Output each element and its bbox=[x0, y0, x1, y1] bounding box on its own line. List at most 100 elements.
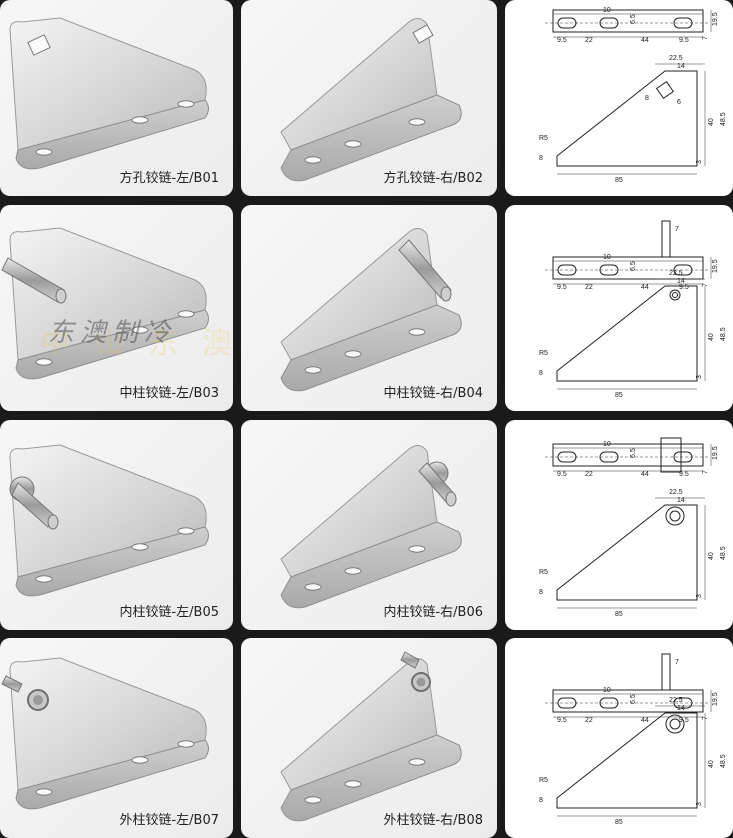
mount-hole bbox=[35, 788, 53, 796]
square-hole bbox=[412, 24, 434, 44]
hinge-body bbox=[9, 444, 209, 597]
profile-outline bbox=[556, 504, 698, 601]
hinge-body bbox=[280, 228, 462, 392]
pin-end bbox=[55, 288, 67, 304]
mount-hole bbox=[131, 756, 149, 764]
pin-hole-inner bbox=[669, 510, 681, 522]
dimension-label: 48.5 bbox=[720, 546, 727, 560]
mount-hole bbox=[177, 100, 195, 108]
pin-end bbox=[440, 286, 452, 302]
product-card-b06[interactable]: 内柱铰链-右/B06 bbox=[241, 420, 497, 630]
dimension-label: 22.5 bbox=[669, 489, 683, 496]
dimension-label: 14 bbox=[677, 497, 685, 504]
product-caption: 中柱铰链-右/B04 bbox=[383, 386, 483, 401]
hinge-body bbox=[1, 657, 209, 810]
hinge-flange bbox=[15, 739, 209, 810]
product-caption: 方孔铰链-右/B02 bbox=[383, 171, 483, 186]
product-card-b03[interactable]: 中柱铰链-左/B03 bbox=[0, 205, 233, 411]
dimension-label: 3 bbox=[696, 160, 703, 164]
dimension-label: 85 bbox=[615, 392, 623, 399]
hinge-plate bbox=[9, 17, 207, 151]
hinge-body bbox=[1, 227, 209, 380]
dimension-label: 44 bbox=[641, 37, 649, 44]
hinge-flange bbox=[280, 521, 462, 609]
product-card-b07[interactable]: 外柱铰链-左/B07 bbox=[0, 638, 233, 838]
dimension-label: 7 bbox=[702, 283, 709, 287]
pin bbox=[398, 239, 452, 299]
dimension-label: 8 bbox=[539, 370, 543, 377]
dimension-label: 10 bbox=[603, 7, 611, 14]
product-caption: 外柱铰链-左/B07 bbox=[119, 813, 219, 828]
dimension-label: 40 bbox=[708, 333, 715, 341]
pin-hole-inner bbox=[672, 292, 678, 298]
hinge-body bbox=[280, 651, 462, 822]
watermark: 东澳制冷 bbox=[48, 318, 177, 348]
dimension-label: R5 bbox=[539, 569, 548, 576]
plate-outline bbox=[552, 256, 704, 280]
dimension-label: 22 bbox=[585, 37, 593, 44]
product-card-b05[interactable]: 内柱铰链-左/B05 bbox=[0, 420, 233, 630]
pin-outline bbox=[661, 220, 671, 258]
mount-hole bbox=[408, 328, 426, 336]
dimension-label: 22.5 bbox=[669, 270, 683, 277]
dimension-label: 44 bbox=[641, 284, 649, 291]
dimension-label: 9.5 bbox=[557, 717, 567, 724]
dimension-label: R5 bbox=[539, 135, 548, 142]
dimension-label: 6.5 bbox=[630, 448, 637, 458]
dimension-label: 48.5 bbox=[720, 327, 727, 341]
dimension-label: 6.5 bbox=[630, 261, 637, 271]
dimension-label: 22 bbox=[585, 284, 593, 291]
dimension-label: 22 bbox=[585, 717, 593, 724]
hinge-flange bbox=[280, 94, 462, 182]
hinge-body bbox=[9, 17, 209, 170]
dimension-label: 3 bbox=[696, 802, 703, 806]
profile-outline bbox=[556, 712, 698, 809]
dimension-label: 7 bbox=[675, 659, 679, 666]
mount-hole bbox=[344, 350, 362, 358]
mount-hole bbox=[131, 116, 149, 124]
mount-hole bbox=[304, 583, 322, 591]
dimension-label: 6.5 bbox=[630, 694, 637, 704]
product-card-b02[interactable]: 方孔铰链-右/B02 bbox=[241, 0, 497, 196]
hinge-body bbox=[280, 18, 462, 182]
dimension-label: 48.5 bbox=[720, 112, 727, 126]
pin-end bbox=[445, 491, 457, 507]
hinge-flange bbox=[15, 99, 209, 170]
dimension-label: 40 bbox=[708, 760, 715, 768]
hinge-flange bbox=[280, 304, 462, 392]
hinge-plate bbox=[9, 227, 207, 361]
square-hole bbox=[655, 80, 675, 100]
square-hole bbox=[27, 34, 51, 56]
dimension-label: 7 bbox=[702, 470, 709, 474]
product-caption: 内柱铰链-右/B06 bbox=[383, 605, 483, 620]
pin bbox=[11, 482, 57, 528]
mount-hole bbox=[344, 567, 362, 575]
product-card-b04[interactable]: 中柱铰链-右/B04 bbox=[241, 205, 497, 411]
dimension-label: 44 bbox=[641, 717, 649, 724]
dimension-label: 8 bbox=[539, 155, 543, 162]
mount-hole bbox=[131, 543, 149, 551]
hinge-plate bbox=[280, 18, 438, 151]
hinge-body bbox=[280, 445, 462, 609]
mount-hole bbox=[177, 527, 195, 535]
mount-hole bbox=[131, 326, 149, 334]
product-caption: 中柱铰链-左/B03 bbox=[119, 386, 219, 401]
dimension-label: 40 bbox=[708, 552, 715, 560]
pin-outline bbox=[660, 437, 682, 473]
profile-outline bbox=[556, 70, 698, 167]
product-card-b08[interactable]: 外柱铰链-右/B08 bbox=[241, 638, 497, 838]
mount-hole bbox=[408, 545, 426, 553]
bushing-core bbox=[33, 695, 43, 705]
hinge-plate bbox=[9, 444, 207, 578]
product-card-b01[interactable]: 方孔铰链-左/B01 bbox=[0, 0, 233, 196]
mount-hole bbox=[304, 796, 322, 804]
dimension-label: 7 bbox=[702, 716, 709, 720]
